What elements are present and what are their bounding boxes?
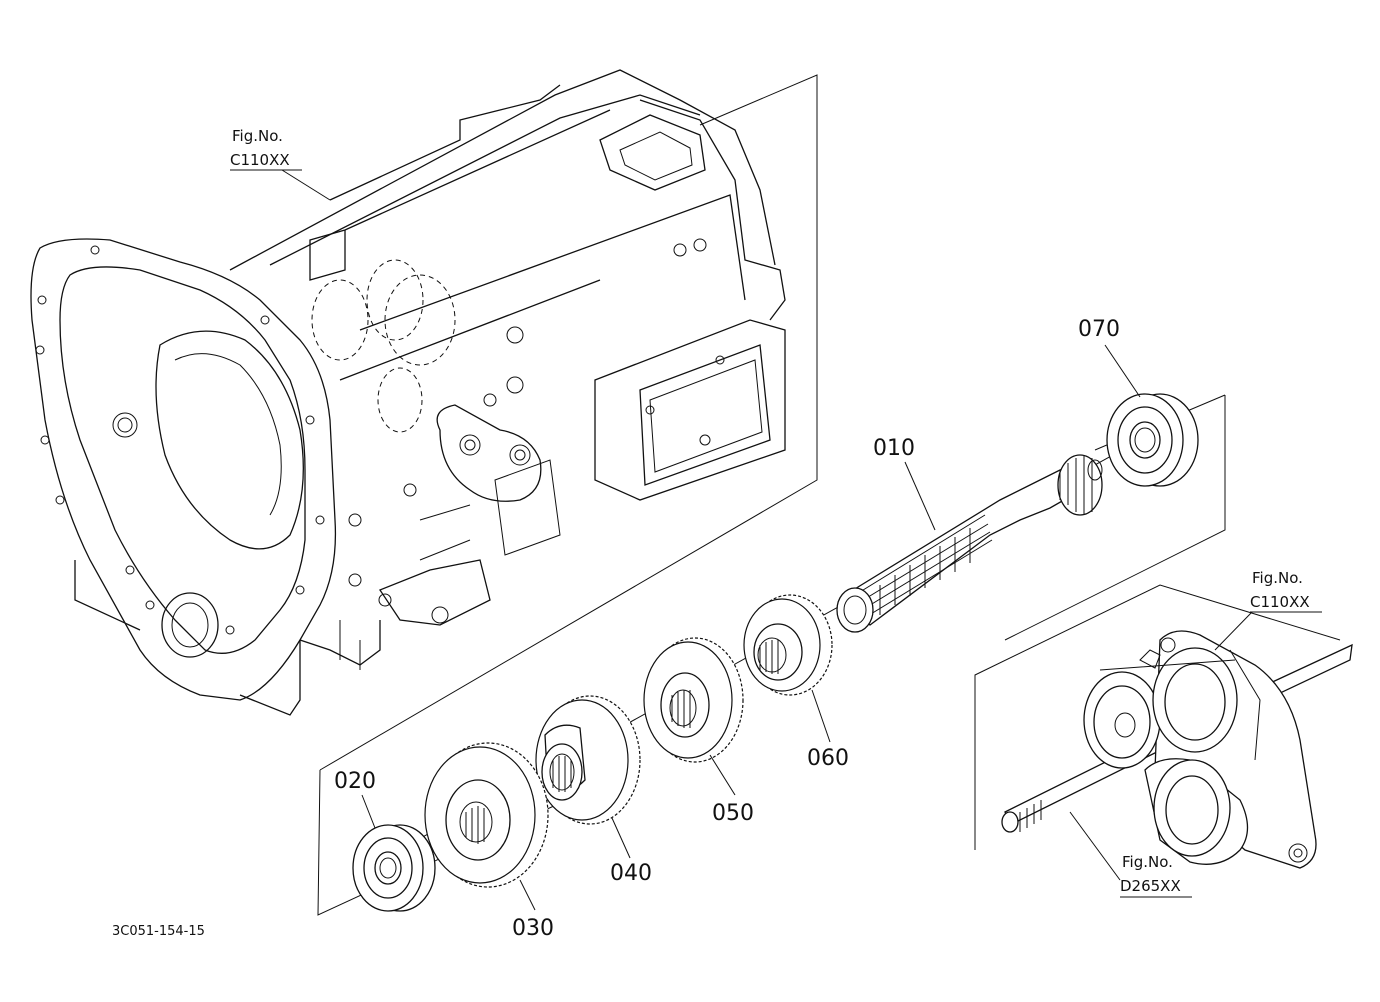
ref-fig-d265xx: Fig.No. D265XX — [1120, 853, 1192, 898]
part-leaders — [361, 344, 1141, 911]
transmission-case-drawing — [30, 69, 818, 771]
part-060-gear-drawing — [743, 594, 833, 696]
part-020-bearing-drawing — [352, 824, 436, 912]
label-part-010: 010 — [873, 436, 915, 461]
label-part-060: 060 — [807, 746, 849, 771]
label-part-030: 030 — [512, 916, 554, 941]
ref-leader-top — [281, 169, 331, 201]
shaft-frame — [1004, 395, 1226, 641]
ref-fig-c110xx-right: Fig.No. C110XX — [1250, 569, 1322, 613]
part-030-gear-drawing — [424, 742, 549, 888]
part-050-gear-drawing — [643, 637, 744, 763]
ref-code: C110XX — [230, 151, 290, 169]
label-part-040: 040 — [610, 861, 652, 886]
ref-label: Fig.No. — [1122, 853, 1173, 871]
ref-label: Fig.No. — [232, 127, 283, 145]
ref-fig-c110xx-top: Fig.No. C110XX — [230, 127, 302, 171]
shaft-housing-drawing — [974, 584, 1353, 869]
ref-code: C110XX — [1250, 593, 1310, 611]
part-010-shaft-drawing — [836, 454, 1103, 633]
ref-label: Fig.No. — [1252, 569, 1303, 587]
label-part-070: 070 — [1078, 317, 1120, 342]
ref-leader-right — [1214, 611, 1253, 651]
ref-code: D265XX — [1120, 877, 1181, 895]
label-part-020: 020 — [334, 769, 376, 794]
part-070-bearing-drawing — [1106, 393, 1199, 487]
ref-leader-bottom — [1069, 811, 1121, 881]
label-part-050: 050 — [712, 801, 754, 826]
part-040-gear-drawing — [535, 695, 641, 825]
figure-code: 3C051-154-15 — [112, 924, 205, 939]
